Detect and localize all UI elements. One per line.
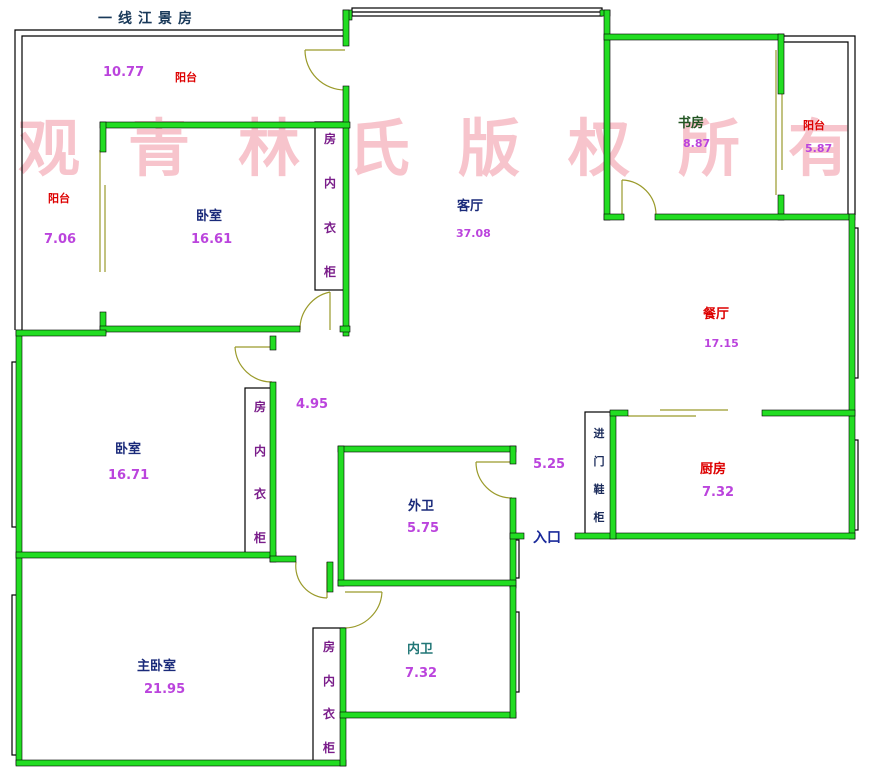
balcony-top-area: 10.77 bbox=[103, 65, 145, 80]
wardrobe-mid-char: 柜 bbox=[253, 530, 266, 545]
dining-room-name: 餐厅 bbox=[703, 307, 730, 322]
shoe-cabinet-char: 门 bbox=[593, 455, 605, 468]
master-bedroom-area: 21.95 bbox=[144, 682, 186, 697]
corridor-area: 4.95 bbox=[296, 397, 329, 412]
wall-bedroom-top bbox=[99, 121, 351, 129]
living-room-name: 客厅 bbox=[457, 199, 484, 214]
wall-mid-bedroom-right bbox=[269, 335, 277, 351]
wardrobe-top-char: 内 bbox=[323, 176, 336, 191]
bedroom-top-area: 16.61 bbox=[191, 232, 233, 247]
ensuite-bath-area: 7.32 bbox=[405, 666, 438, 681]
wall-guest-bath bbox=[337, 445, 517, 453]
wall-study-top bbox=[603, 33, 785, 41]
entrance-label: 入口 bbox=[533, 530, 561, 546]
shoe-cabinet: 进 门 鞋 柜 bbox=[586, 425, 612, 525]
wardrobe-mid-char: 内 bbox=[253, 443, 266, 458]
wardrobe-bottom-char: 柜 bbox=[322, 740, 335, 755]
ensuite-bath-name: 内卫 bbox=[407, 642, 434, 657]
wall-dining-top bbox=[654, 213, 856, 221]
study-name: 书房 bbox=[678, 116, 705, 131]
wardrobe-bottom-char: 房 bbox=[322, 640, 335, 654]
wardrobe-top-char: 衣 bbox=[323, 220, 336, 235]
balcony-right-area: 5.87 bbox=[805, 142, 833, 155]
wardrobe-bottom-char: 衣 bbox=[322, 707, 335, 722]
balcony-outline bbox=[14, 29, 345, 330]
living-room-area: 37.08 bbox=[456, 227, 491, 240]
balcony-left-name: 阳台 bbox=[48, 192, 70, 205]
wall-kitchen-top bbox=[761, 409, 856, 417]
balcony-right-name: 阳台 bbox=[803, 119, 825, 132]
wardrobe-mid-char: 房 bbox=[253, 400, 266, 414]
balcony-left-area: 7.06 bbox=[44, 232, 77, 247]
shoe-cabinet-char: 鞋 bbox=[593, 483, 605, 496]
wardrobe-top-char: 柜 bbox=[323, 264, 336, 279]
wardrobe-bottom: 房 内 衣 柜 bbox=[314, 638, 344, 756]
bedroom-top-name: 卧室 bbox=[196, 209, 223, 224]
shoe-cabinet-char: 进 bbox=[593, 427, 605, 440]
wall-right-outer bbox=[848, 213, 856, 540]
kitchen-area: 7.32 bbox=[702, 485, 735, 500]
guest-bath-area: 5.75 bbox=[407, 521, 440, 536]
door-swing-balcony bbox=[304, 49, 346, 91]
wardrobe-top: 房 内 衣 柜 bbox=[316, 130, 344, 280]
wall-entrance bbox=[509, 532, 525, 540]
wardrobe-mid-char: 衣 bbox=[253, 487, 266, 502]
wardrobe-top-char: 房 bbox=[323, 132, 336, 146]
foyer-area: 5.25 bbox=[533, 457, 566, 472]
wall-ensuite bbox=[339, 627, 347, 767]
header-title: 一线江景房 bbox=[98, 11, 198, 27]
dining-room-area: 17.15 bbox=[704, 337, 739, 350]
study-area: 8.87 bbox=[683, 137, 711, 150]
wall-study-left bbox=[603, 9, 611, 221]
wall-left-outer bbox=[15, 329, 23, 766]
wardrobe-middle: 房 内 衣 柜 bbox=[246, 398, 274, 546]
wardrobe-bottom-char: 内 bbox=[322, 673, 335, 688]
bedroom-mid-name: 卧室 bbox=[115, 442, 142, 457]
master-bedroom-name: 主卧室 bbox=[137, 659, 177, 674]
guest-bath-name: 外卫 bbox=[408, 499, 435, 514]
balcony-top-name: 阳台 bbox=[175, 71, 197, 84]
kitchen-name: 厨房 bbox=[700, 462, 727, 477]
bedroom-mid-area: 16.71 bbox=[108, 468, 150, 483]
shoe-cabinet-char: 柜 bbox=[593, 511, 605, 524]
